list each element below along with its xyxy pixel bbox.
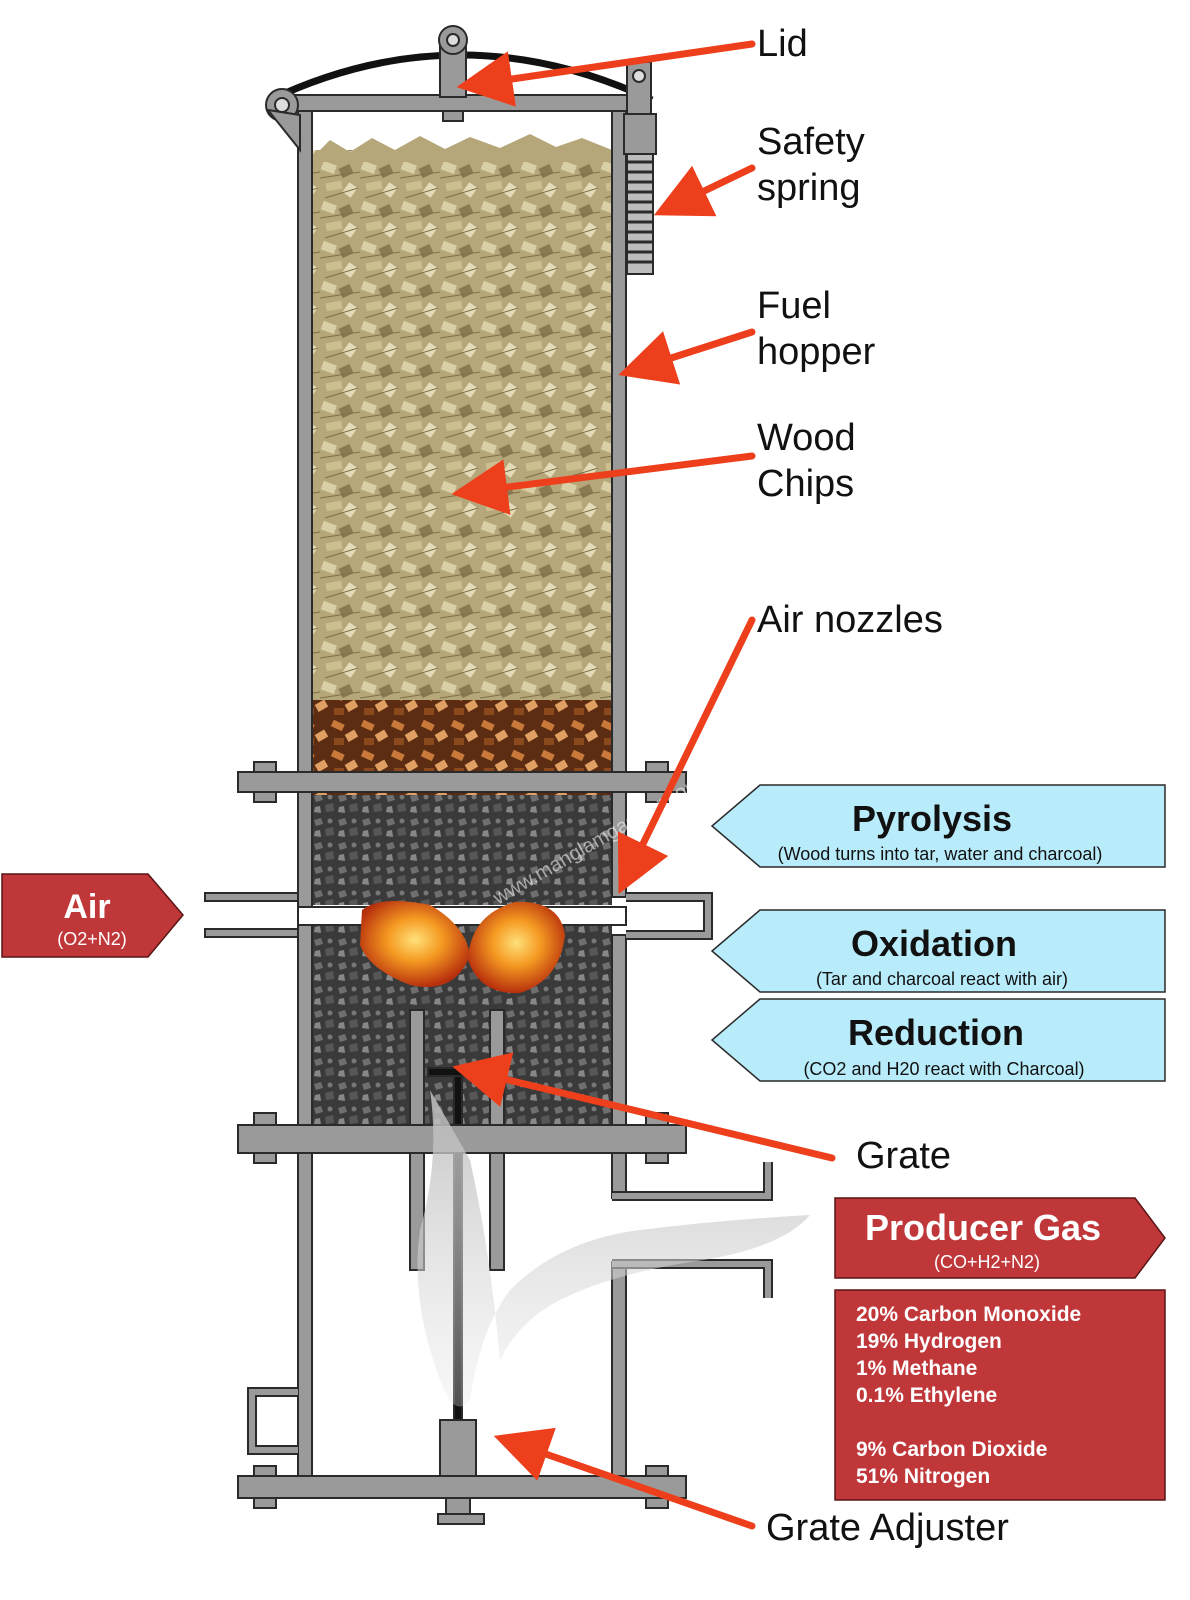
label-air-nozzles: Air nozzles <box>757 599 943 641</box>
hopper-wall-left <box>297 104 313 781</box>
composition-line: 0.1% Ethylene <box>856 1384 997 1407</box>
air-nozzle-ring <box>297 906 627 926</box>
label-arrows <box>451 40 836 1530</box>
composition-line: 20% Carbon Monoxide <box>856 1303 1081 1326</box>
zone-tag-pyrolysis: Pyrolysis (Wood turns into tar, water an… <box>710 784 1166 868</box>
label-safety-spring: Safety spring <box>757 121 875 209</box>
arrow-grate-adjuster <box>493 1427 756 1530</box>
arrow-grate <box>452 1052 836 1162</box>
air-tag: Air (O2+N2) <box>1 873 184 958</box>
label-grate: Grate <box>856 1135 951 1177</box>
producer-gas-smoke <box>417 1090 810 1407</box>
producer-gas-title: Producer Gas <box>865 1207 1101 1248</box>
wood-chips-fill <box>312 150 612 710</box>
safety-spring <box>623 61 657 275</box>
zone-subtitle-reduction: (CO2 and H20 react with Charcoal) <box>803 1059 1084 1079</box>
grate-plate <box>427 1067 489 1077</box>
reactor-wall-right <box>611 791 627 898</box>
producer-gas-subtitle: (CO+H2+N2) <box>934 1252 1040 1272</box>
charcoal-fill-upper <box>312 795 612 905</box>
composition-line: 1% Methane <box>856 1357 977 1380</box>
ash-chamber-wall-left <box>297 1152 313 1484</box>
arrow-wood-chips <box>451 452 756 515</box>
producer-gas-tag: Producer Gas (CO+H2+N2) <box>834 1197 1166 1279</box>
zone-subtitle-pyrolysis: (Wood turns into tar, water and charcoal… <box>778 844 1103 864</box>
zone-subtitle-oxidation: (Tar and charcoal react with air) <box>816 969 1068 989</box>
composition-line: 9% Carbon Dioxide <box>856 1438 1047 1461</box>
arrow-safety-spring <box>653 164 756 217</box>
label-grate-adjuster: Grate Adjuster <box>766 1507 1009 1549</box>
zone-tag-oxidation: Oxidation (Tar and charcoal react with a… <box>710 909 1166 993</box>
zone-title-oxidation: Oxidation <box>851 923 1017 964</box>
label-wood-chips: Wood Chips <box>757 417 866 505</box>
gasifier-body <box>204 25 810 1525</box>
zone-title-reduction: Reduction <box>848 1012 1024 1053</box>
flange-upper <box>237 771 687 793</box>
composition-line: 51% Nitrogen <box>856 1465 990 1488</box>
hopper-wall-right <box>611 104 627 781</box>
label-fuel-hopper: Fuel hopper <box>757 285 876 373</box>
zone-title-pyrolysis: Pyrolysis <box>852 798 1012 839</box>
oxidation-fire <box>360 901 565 994</box>
air-inlet-pipe <box>204 892 299 902</box>
arrow-lid <box>456 40 756 107</box>
grate-adjuster <box>437 1419 485 1525</box>
air-title: Air <box>63 888 110 926</box>
composition-line: 19% Hydrogen <box>856 1330 1002 1353</box>
air-subtitle: (O2+N2) <box>57 929 127 949</box>
cleanout-port <box>247 1387 298 1455</box>
arrow-fuel-hopper <box>618 328 756 385</box>
gas-composition-box: 20% Carbon Monoxide 19% Hydrogen 1% Meth… <box>834 1289 1166 1501</box>
label-lid: Lid <box>757 23 808 65</box>
zone-tag-reduction: Reduction (CO2 and H20 react with Charco… <box>710 998 1166 1082</box>
arrow-air-nozzles <box>617 616 756 895</box>
reactor-wall-left <box>297 791 313 908</box>
